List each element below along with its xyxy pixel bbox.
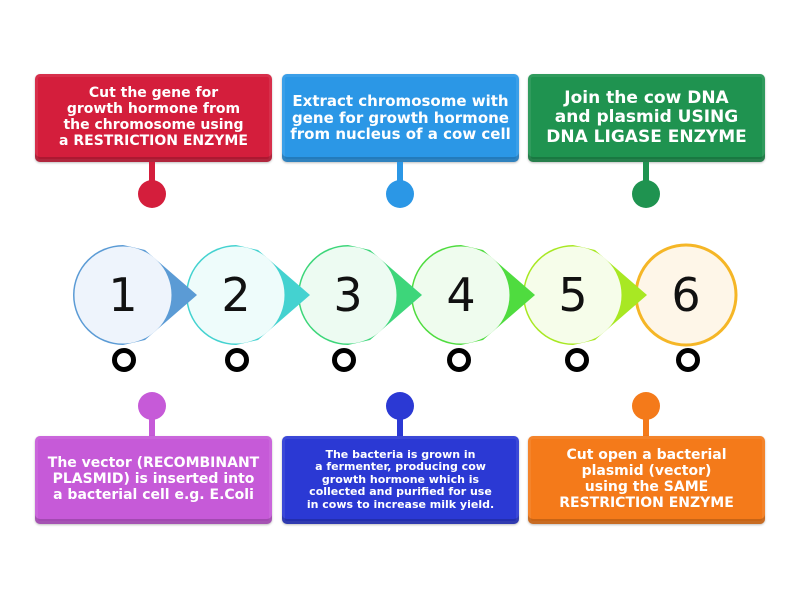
step-arrow-circle-icon	[411, 245, 535, 345]
connector-dot	[386, 180, 414, 208]
ring-marker-icon	[447, 348, 471, 372]
step-4: 4	[409, 243, 549, 353]
card-text-line: Cut open a bacterial	[566, 447, 727, 464]
step-6: 6	[634, 243, 774, 353]
step-number: 6	[671, 268, 701, 322]
connector-dot	[632, 180, 660, 208]
card-text-line: growth hormone from	[66, 101, 241, 118]
step-number: 2	[221, 268, 251, 322]
card-text-line: RESTRICTION ENZYME	[559, 494, 734, 511]
step-number: 1	[108, 268, 138, 322]
card-text-line: growth hormone which is	[321, 472, 480, 486]
connector-stem	[149, 416, 155, 438]
card-text-line: a fermenter, producing cow	[315, 460, 486, 474]
step-arrow-circle-icon	[186, 245, 310, 345]
connector-stem	[149, 162, 155, 182]
step-arrow-circle-icon	[523, 245, 647, 345]
card-cut-plasmid: Cut open a bacterial plasmid (vector) us…	[528, 436, 765, 524]
card-text-line: the chromosome using	[63, 117, 244, 133]
card-text-line: PLASMID) is inserted into	[52, 471, 255, 488]
step-number: 4	[446, 268, 476, 322]
ring-marker-icon	[225, 348, 249, 372]
connector-stem	[643, 416, 649, 438]
card-text-line: The vector (RECOMBINANT	[47, 455, 260, 472]
card-text-line: Cut the gene for	[88, 85, 219, 102]
card-cut-gene: Cut the gene for growth hormone from the…	[35, 74, 272, 162]
step-1: 1	[71, 243, 211, 353]
connector-stem	[397, 416, 403, 438]
connector-dot	[386, 392, 414, 420]
step-arrow-circle-icon	[73, 245, 197, 345]
card-text-line: gene for growth hormone	[292, 108, 509, 127]
card-text-line: a RESTRICTION ENZYME	[59, 132, 248, 149]
ring-marker-icon	[676, 348, 700, 372]
ring-marker-icon	[112, 348, 136, 372]
card-text-line: from nucleus of a cow cell	[290, 125, 511, 144]
card-text-line: a bacterial cell e.g. E.Coli	[53, 486, 254, 503]
card-text-line: in cows to increase milk yield.	[306, 497, 495, 511]
card-text-line: Join the cow DNA	[564, 88, 729, 109]
connector-stem	[643, 162, 649, 182]
card-grow-bacteria: The bacteria is grown in a fermenter, pr…	[282, 436, 519, 524]
card-text-line: DNA LIGASE ENZYME	[546, 126, 747, 147]
step-3: 3	[296, 243, 436, 353]
ring-marker-icon	[332, 348, 356, 372]
card-extract-chromosome: Extract chromosome with gene for growth …	[282, 74, 519, 162]
card-text-line: The bacteria is grown in	[325, 447, 476, 461]
card-text-line: Extract chromosome with	[292, 91, 509, 110]
step-arrow-circle-icon	[298, 245, 422, 345]
card-join-dna: Join the cow DNA and plasmid USING DNA L…	[528, 74, 765, 162]
step-number: 3	[333, 268, 363, 322]
card-text-line: collected and purified for use	[309, 485, 492, 499]
step-5: 5	[521, 243, 661, 353]
card-insert-vector: The vector (RECOMBINANT PLASMID) is inse…	[35, 436, 272, 524]
step-2: 2	[184, 243, 324, 353]
ring-marker-icon	[565, 348, 589, 372]
connector-dot	[138, 392, 166, 420]
card-text-line: and plasmid USING	[554, 107, 739, 128]
connector-dot	[632, 392, 660, 420]
connector-stem	[397, 162, 403, 182]
connector-dot	[138, 180, 166, 208]
card-text-line: using the SAME	[584, 479, 709, 495]
card-text-line: plasmid (vector)	[581, 463, 712, 480]
step-number: 5	[558, 268, 588, 322]
